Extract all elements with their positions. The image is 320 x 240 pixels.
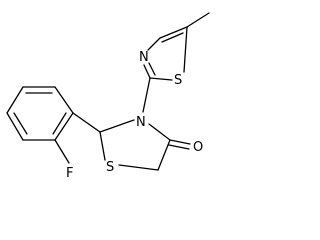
bond-c-f [54,139,70,164]
bond-c2-n3 [99,119,135,133]
bond-carbonyl-2 [168,144,190,150]
atom-label-ring-s: S [106,160,114,175]
bond-thiazole-n-c2 [143,64,151,79]
bond-thiazole-c5-c4 [159,26,188,39]
bond-c5-s1 [118,164,159,171]
bond-c2-to-n3 [142,77,151,113]
bond-carbonyl-1 [169,139,191,145]
atom-label-carbonyl-o: O [193,140,203,155]
bond-ph-c4-c5-inner [13,112,28,135]
structure-diagram: N S N O S F [6,12,210,181]
bond-ph-c1-c2 [54,86,74,114]
bond-n3-c4 [148,123,171,141]
atom-label-thiazole-s: S [174,73,182,88]
atom-label-fluorine: F [66,166,73,181]
bond-thiazole-c4-n [147,37,161,51]
atom-label-thiazole-n: N [139,50,149,65]
bond-c2-to-phenyl [72,112,101,133]
bond-ph-c3-c4 [6,86,24,114]
bond-thiazole-c5-c4-inner [161,32,184,43]
bond-thiazole-c2-s [149,77,173,81]
bond-ph-c6-c1-inner [52,112,67,135]
bond-ph-c4-c5 [6,112,24,141]
bond-ph-c6-c1 [54,112,74,141]
bond-c4-c5 [157,139,171,171]
atom-label-ring-n: N [136,115,146,130]
bond-methyl [186,12,210,28]
molecule-canvas: N S N O S F [6,12,210,181]
bond-thiazole-s-c5 [183,26,188,73]
bond-s1-c2 [99,131,106,161]
bond-thiazole-n-c2-inner [148,62,156,76]
